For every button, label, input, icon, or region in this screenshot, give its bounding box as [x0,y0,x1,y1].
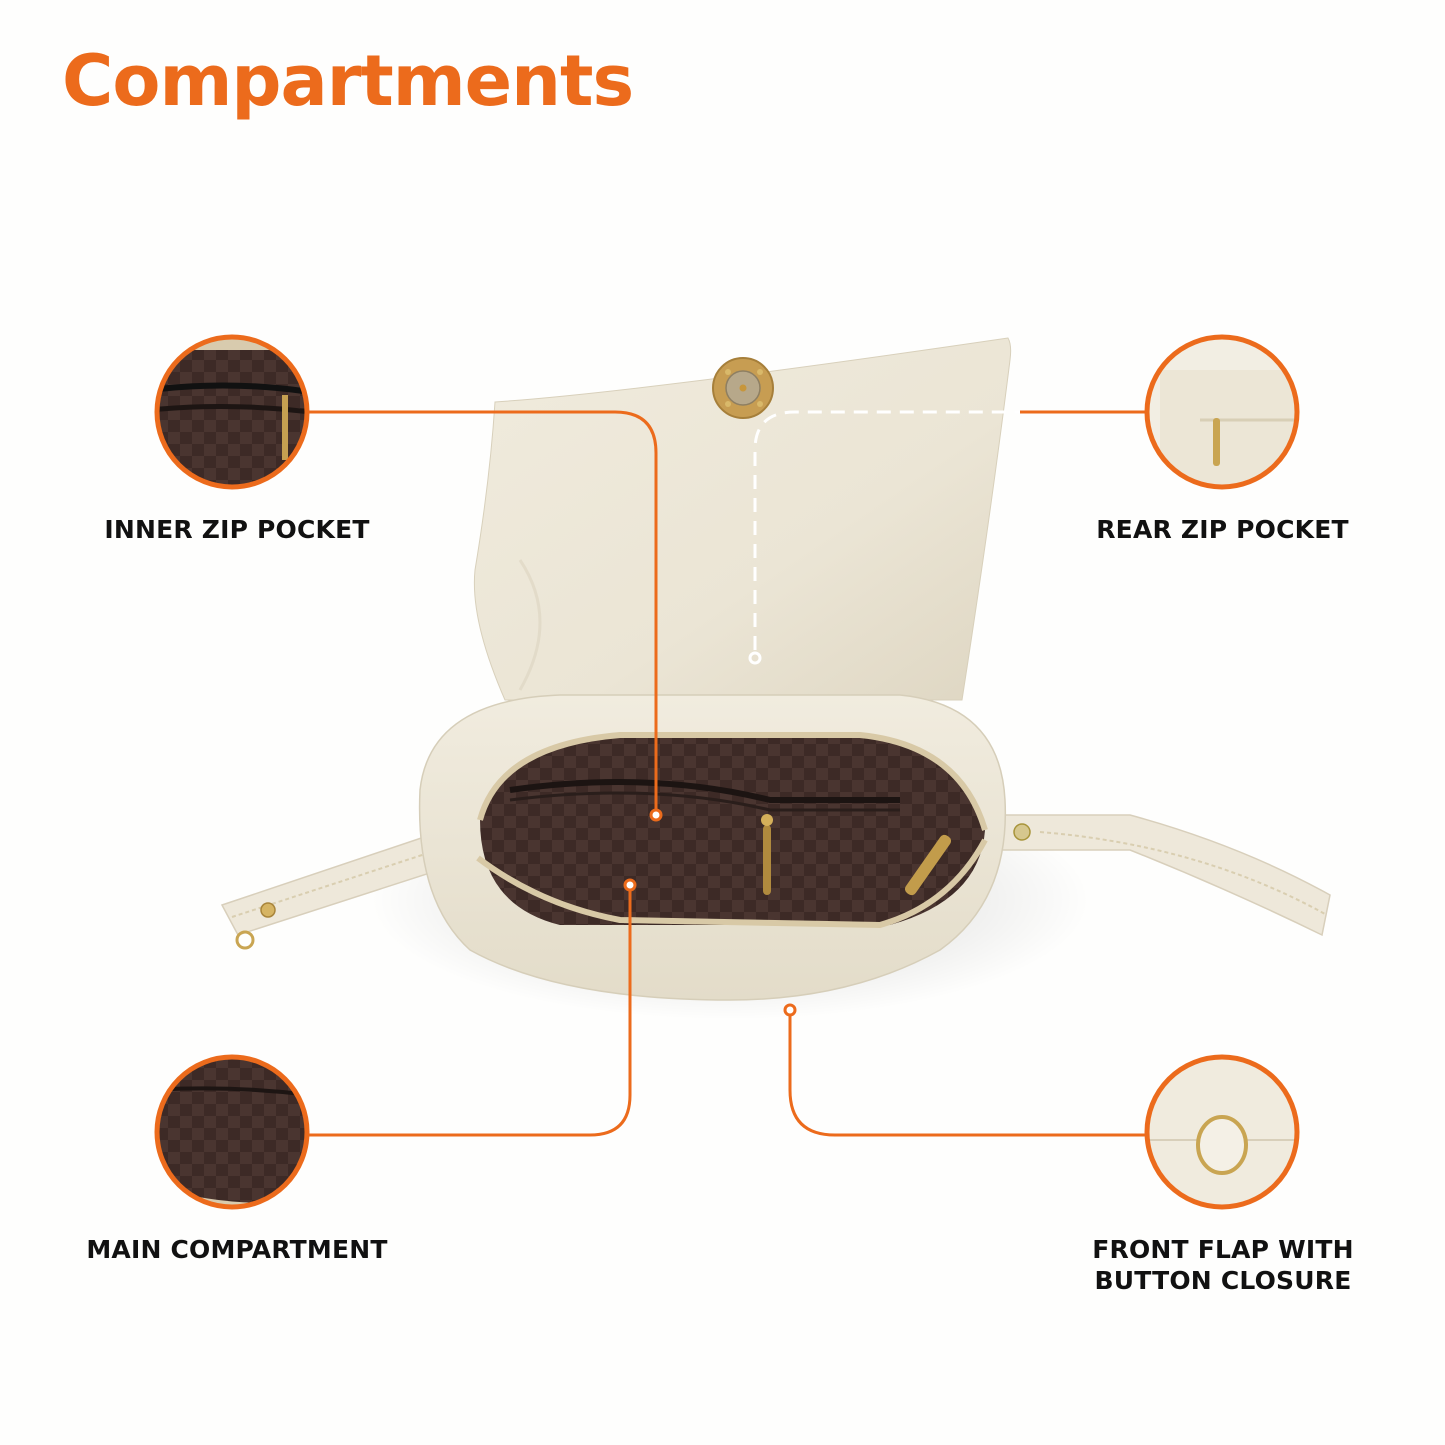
anchor-dot-main [623,878,637,892]
rear-pocket-dashed-line [753,410,1020,650]
left-strap [220,824,471,950]
right-strap [999,814,1331,937]
front-flap-label-line2: BUTTON CLOSURE [1094,1266,1352,1295]
page-title: Compartments [62,40,634,122]
anchor-dot-rear-zip [748,651,762,665]
anchor-dot-inner-zip [649,808,663,822]
rear-zip-closeup-image [1149,339,1295,485]
callout-label-main-compartment: MAIN COMPARTMENT [86,1235,388,1264]
anchor-dot-front-flap [783,1003,797,1017]
bag-body [418,694,1007,1001]
magnetic-snap-icon [712,357,774,419]
callout-label-inner-zip-pocket: INNER ZIP POCKET [104,515,370,544]
connector-lines [305,410,1148,1137]
main-compartment-closeup-image [159,1059,305,1205]
callout-label-front-flap: FRONT FLAP WITH BUTTON CLOSURE [1058,1234,1388,1296]
callout-label-rear-zip-pocket: REAR ZIP POCKET [1096,515,1349,544]
front-flap-label-line1: FRONT FLAP WITH [1092,1235,1354,1264]
inner-zip-closeup-image [159,339,305,485]
front-flap-closeup-image [1149,1059,1295,1205]
